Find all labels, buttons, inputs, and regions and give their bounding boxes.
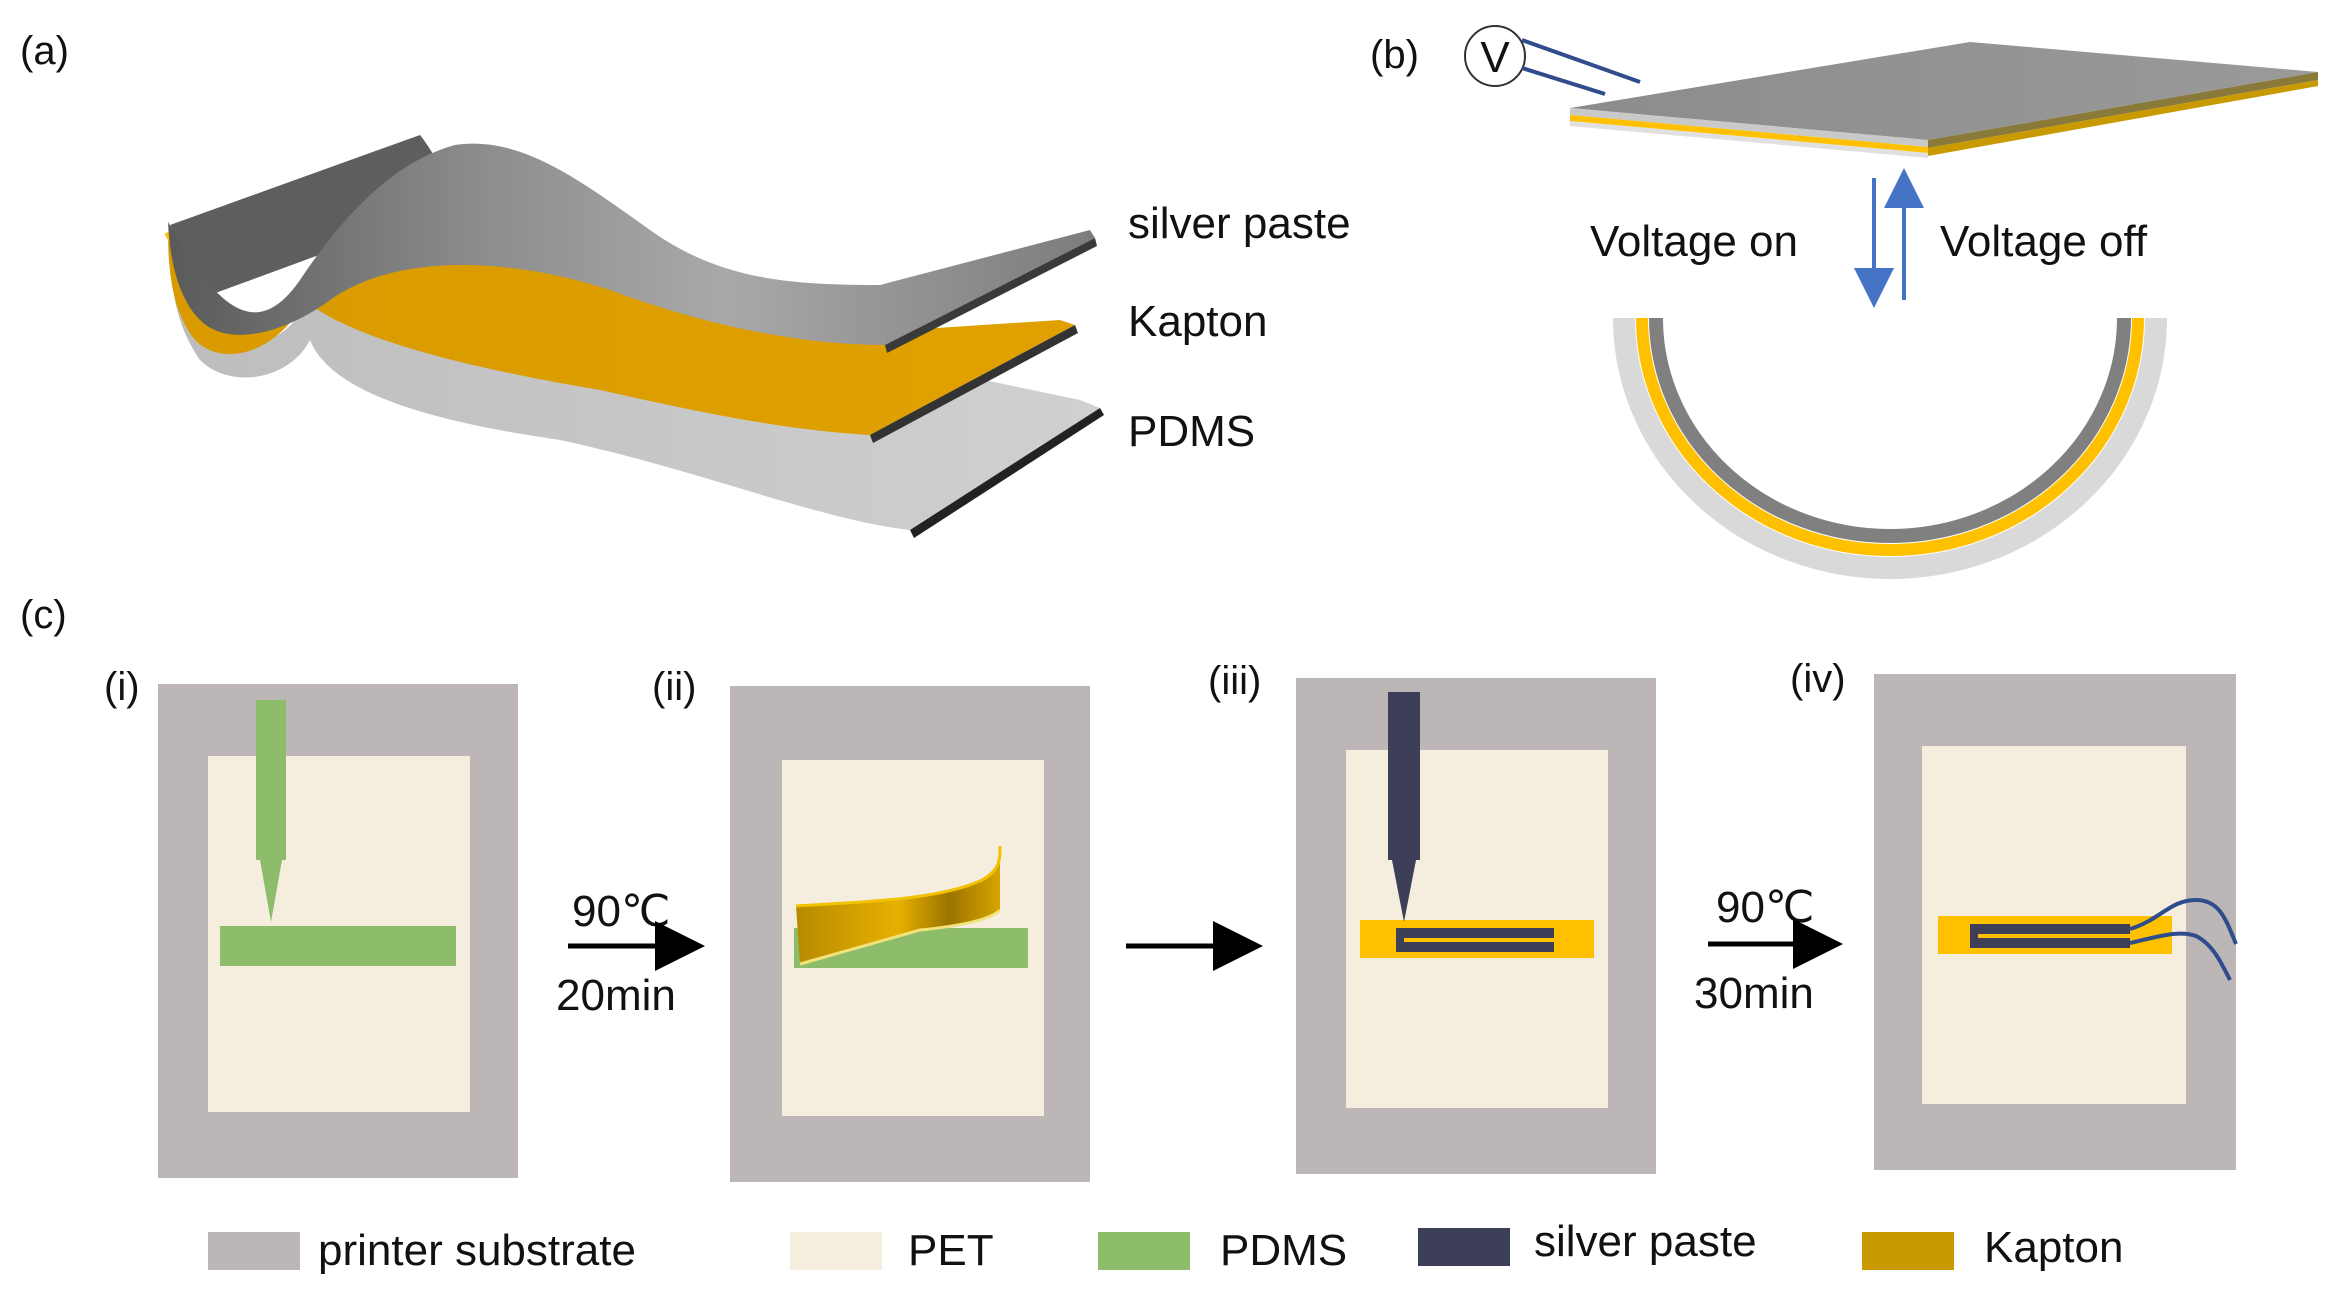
panel-c-label: (c) xyxy=(20,593,67,637)
legend: printer substrate PET PDMS silver paste … xyxy=(208,1217,2123,1275)
process-arrow-3: 90℃ 30min xyxy=(1694,883,1843,1018)
step-label-iv: (iv) xyxy=(1790,657,1846,701)
step-ii: (ii) xyxy=(652,665,1090,1182)
arrow-1-time: 20min xyxy=(556,971,676,1020)
panel-a-label: (a) xyxy=(20,29,69,73)
voltmeter-icon xyxy=(1464,25,1526,87)
silver-paste-layer-3d xyxy=(168,143,1095,345)
legend-item-pdms: PDMS xyxy=(1098,1226,1347,1275)
legend-swatch xyxy=(1862,1232,1954,1270)
voltmeter-label: V xyxy=(1480,33,1510,82)
silver-edge xyxy=(885,238,1097,353)
silver-nozzle xyxy=(1388,692,1420,922)
kapton-edge xyxy=(870,325,1078,443)
voltage-on-label: Voltage on xyxy=(1590,217,1798,266)
legend-label: PET xyxy=(908,1226,994,1275)
pdms-nozzle xyxy=(256,700,286,922)
legend-item-silver-paste: silver paste xyxy=(1418,1217,1757,1266)
lead-wire-bottom xyxy=(2129,931,2232,981)
legend-label: PDMS xyxy=(1220,1226,1347,1275)
kapton-curling-film xyxy=(795,845,1002,966)
legend-label: Kapton xyxy=(1984,1223,2123,1272)
step-iii: (iii) xyxy=(1208,659,1656,1174)
step-label-iii: (iii) xyxy=(1208,659,1261,703)
step-label-ii: (ii) xyxy=(652,665,696,709)
legend-swatch xyxy=(208,1232,300,1270)
panel-b: (b) V Voltage on Voltage off xyxy=(1370,25,2318,579)
bent-actuator xyxy=(1613,317,2167,579)
legend-swatch xyxy=(1418,1228,1510,1266)
layer-label-silver-paste: silver paste xyxy=(1128,199,1351,248)
wire-bottom xyxy=(1521,66,1606,96)
flat-actuator xyxy=(1570,42,2318,158)
step-iv: (iv) xyxy=(1790,657,2238,1170)
voltage-off-label: Voltage off xyxy=(1940,217,2148,266)
arrow-3-time: 30min xyxy=(1694,969,1814,1018)
step-label-i: (i) xyxy=(104,665,140,709)
panel-b-label: (b) xyxy=(1370,33,1419,77)
silver-back-fin xyxy=(170,135,455,295)
pdms-print xyxy=(220,926,456,966)
panel-a: (a) silver paste Kapton PDMS xyxy=(20,29,1351,538)
legend-item-pet: PET xyxy=(790,1226,994,1275)
layer-label-kapton: Kapton xyxy=(1128,297,1267,346)
kapton-strip xyxy=(1360,920,1594,958)
step-i: (i) xyxy=(104,665,518,1178)
silver-electrode xyxy=(1970,924,2130,948)
wire-top xyxy=(1521,38,1641,84)
silver-electrode xyxy=(1396,928,1554,952)
lead-wire-top xyxy=(2129,897,2238,945)
legend-item-kapton: Kapton xyxy=(1862,1223,2123,1272)
arrow-1-temp: 90℃ xyxy=(572,887,670,936)
legend-label: printer substrate xyxy=(318,1226,636,1275)
pdms-edge xyxy=(910,408,1104,538)
legend-swatch xyxy=(1098,1232,1190,1270)
legend-swatch xyxy=(790,1232,882,1270)
layer-label-pdms: PDMS xyxy=(1128,407,1255,456)
process-arrow-1: 90℃ 20min xyxy=(556,887,705,1020)
arrow-3-temp: 90℃ xyxy=(1716,883,1814,932)
legend-item-printer-substrate: printer substrate xyxy=(208,1226,636,1275)
panel-c: (c) (i) 90℃ 20min (ii) xyxy=(20,593,2238,1275)
legend-label: silver paste xyxy=(1534,1217,1757,1266)
